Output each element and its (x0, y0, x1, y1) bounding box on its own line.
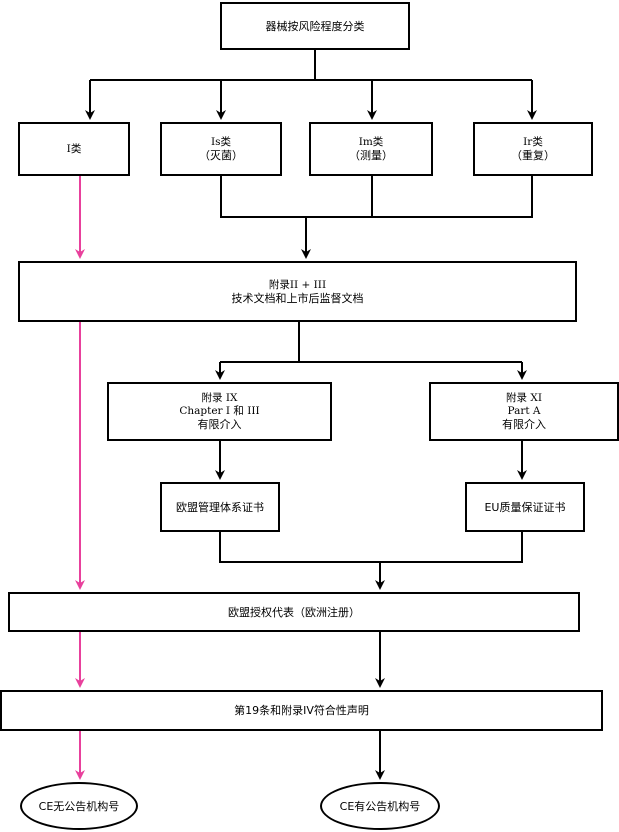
connector-annex-split (220, 322, 522, 363)
root-label: 器械按风险程度分类 (265, 19, 365, 33)
annex-11-part: Part A (507, 405, 541, 417)
class-I-label: I类 (66, 142, 82, 155)
eu-qa-cert-box: EU质量保证证书 (465, 482, 585, 532)
eu-qms-cert-label: 欧盟管理体系证书 (176, 500, 264, 514)
eu-qa-cert-label: EU质量保证证书 (484, 500, 566, 514)
class-Is-box: Is类 （灭菌） (160, 122, 282, 176)
connector-certs-merge (219, 532, 523, 563)
ce-with-nb-label: CE有公告机构号 (339, 799, 421, 813)
class-Im-note: （测量） (349, 149, 393, 162)
root-classification-box: 器械按风险程度分类 (220, 2, 410, 50)
eu-rep-box: 欧盟授权代表（欧洲注册） (8, 592, 580, 632)
annex-2-3-title: 附录II + III (268, 278, 327, 291)
ce-no-nb-label: CE无公告机构号 (38, 799, 120, 813)
connector-classes-merge (220, 176, 533, 218)
declaration-box: 第19条和附录IV符合性声明 (0, 690, 603, 731)
declaration-label: 第19条和附录IV符合性声明 (234, 704, 369, 717)
class-Ir-label: Ir类 (523, 136, 543, 148)
class-Ir-note: （重复） (511, 149, 555, 162)
annex-9-title: 附录 IX (201, 392, 238, 404)
annex-9-note: 有限介入 (197, 418, 242, 431)
ce-no-nb-ellipse: CE无公告机构号 (20, 782, 138, 830)
annex-9-box: 附录 IX Chapter I 和 III 有限介入 (107, 382, 332, 441)
annex-11-box: 附录 XI Part A 有限介入 (429, 382, 619, 441)
eu-qms-cert-box: 欧盟管理体系证书 (160, 482, 280, 532)
annex-11-title: 附录 XI (506, 392, 542, 404)
class-Ir-box: Ir类 （重复） (473, 122, 593, 176)
class-Im-box: Im类 （测量） (309, 122, 433, 176)
annex-9-chapter: Chapter I 和 III (179, 405, 260, 417)
annex-2-3-desc: 技术文档和上市后监督文档 (231, 291, 364, 305)
connector-root-split (90, 50, 532, 81)
ce-with-nb-ellipse: CE有公告机构号 (320, 782, 440, 830)
class-Im-label: Im类 (358, 136, 384, 148)
class-Is-label: Is类 (210, 136, 232, 148)
class-Is-note: （灭菌） (199, 149, 243, 162)
annex-2-3-box: 附录II + III 技术文档和上市后监督文档 (18, 261, 577, 322)
class-I-box: I类 (18, 122, 130, 176)
eu-rep-label: 欧盟授权代表（欧洲注册） (228, 605, 360, 619)
annex-11-note: 有限介入 (502, 418, 546, 431)
